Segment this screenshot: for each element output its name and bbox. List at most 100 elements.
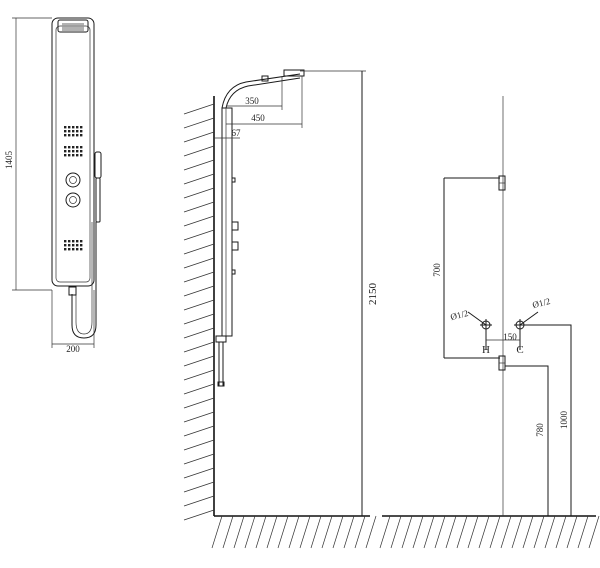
hatch-line bbox=[544, 515, 556, 549]
jet-hole bbox=[64, 244, 67, 247]
dim-reach-350-label: 350 bbox=[245, 96, 259, 106]
jet-hole bbox=[76, 130, 79, 133]
wall-hatching bbox=[183, 103, 215, 521]
jet-hole bbox=[64, 248, 67, 251]
hatch-line bbox=[555, 515, 567, 549]
jet-hole bbox=[76, 154, 79, 157]
hatch-line bbox=[183, 327, 215, 339]
jet-hole bbox=[64, 150, 67, 153]
side-view: 350 450 67 2150 bbox=[183, 69, 379, 549]
jet-hole bbox=[72, 134, 75, 137]
shower-arm bbox=[221, 73, 301, 109]
hot-supply-pipe bbox=[505, 365, 549, 516]
jet-hole bbox=[72, 146, 75, 149]
jet-hole bbox=[76, 150, 79, 153]
hatch-line bbox=[183, 243, 215, 255]
jet-hole bbox=[76, 126, 79, 129]
jet-hole bbox=[76, 244, 79, 247]
side-shower-head bbox=[283, 69, 305, 77]
hatch-line bbox=[255, 515, 267, 549]
hatch-line bbox=[266, 515, 278, 549]
hatch-line bbox=[183, 201, 215, 213]
jet-hole bbox=[80, 134, 83, 137]
hatch-line bbox=[183, 103, 215, 115]
jet-hole bbox=[68, 126, 71, 129]
cold-valve: Ø1/2 bbox=[514, 296, 551, 331]
control-knob-lower-inner bbox=[69, 196, 77, 204]
hatch-line bbox=[183, 173, 215, 185]
hatch-line bbox=[445, 515, 457, 549]
jet-hole bbox=[64, 146, 67, 149]
hatch-line bbox=[390, 515, 402, 549]
dim-reach-350: 350 bbox=[226, 76, 283, 110]
hatch-line bbox=[183, 187, 215, 199]
hand-shower-head bbox=[94, 151, 102, 179]
hatch-line bbox=[365, 515, 377, 549]
side-spout bbox=[215, 335, 227, 343]
hatch-line bbox=[183, 425, 215, 437]
control-knob-lower bbox=[65, 192, 81, 208]
body-jets-middle bbox=[64, 146, 83, 157]
hatch-line bbox=[183, 495, 215, 507]
dim-hot-780-label: 780 bbox=[535, 423, 545, 437]
hatch-line bbox=[467, 515, 479, 549]
jet-hole bbox=[68, 248, 71, 251]
hatch-line bbox=[183, 509, 215, 521]
jet-hole bbox=[80, 154, 83, 157]
pipe-size-cold: Ø1/2 bbox=[531, 296, 551, 310]
hatch-line bbox=[211, 515, 223, 549]
jet-hole bbox=[64, 130, 67, 133]
jet-hole bbox=[76, 134, 79, 137]
body-jets-lower bbox=[64, 240, 83, 251]
hatch-line bbox=[299, 515, 311, 549]
hatch-line bbox=[412, 515, 424, 549]
jet-hole bbox=[80, 126, 83, 129]
jet-hole bbox=[72, 244, 75, 247]
hatch-line bbox=[533, 515, 545, 549]
dim-offset-67-label: 67 bbox=[232, 128, 242, 138]
hatch-line bbox=[244, 515, 256, 549]
hatch-line bbox=[233, 515, 245, 549]
hatch-line bbox=[577, 515, 589, 549]
jet-hole bbox=[72, 126, 75, 129]
hot-valve: Ø1/2 bbox=[449, 308, 492, 331]
hatch-line bbox=[379, 515, 391, 549]
hatch-line bbox=[310, 515, 322, 549]
jet-hole bbox=[80, 146, 83, 149]
hatch-line bbox=[522, 515, 534, 549]
jet-hole bbox=[76, 248, 79, 251]
hatch-line bbox=[183, 355, 215, 367]
hatch-line bbox=[183, 215, 215, 227]
hatch-line bbox=[183, 145, 215, 157]
rain-head-top bbox=[57, 19, 89, 33]
dim-front-width-label: 200 bbox=[66, 344, 80, 354]
jet-hole bbox=[80, 130, 83, 133]
jet-hole bbox=[64, 240, 67, 243]
floor-hatching-left bbox=[211, 515, 377, 549]
control-knob-upper bbox=[65, 172, 81, 188]
jet-hole bbox=[68, 134, 71, 137]
floor-hatching-right bbox=[379, 515, 600, 549]
label-hot: H bbox=[482, 344, 490, 356]
jet-hole bbox=[64, 154, 67, 157]
dim-reach-450-label: 450 bbox=[251, 113, 265, 123]
hatch-line bbox=[456, 515, 468, 549]
jet-hole bbox=[68, 130, 71, 133]
jet-hole bbox=[72, 130, 75, 133]
hatch-line bbox=[183, 117, 215, 129]
hatch-line bbox=[183, 229, 215, 241]
jet-hole bbox=[80, 248, 83, 251]
hatch-line bbox=[332, 515, 344, 549]
body-jets-upper bbox=[64, 126, 83, 137]
hose-connector bbox=[68, 286, 77, 296]
jet-hole bbox=[76, 240, 79, 243]
hatch-line bbox=[183, 341, 215, 353]
dim-cold-1000-label: 1000 bbox=[559, 411, 569, 430]
jet-hole bbox=[68, 154, 71, 157]
jet-hole bbox=[76, 146, 79, 149]
hatch-line bbox=[183, 271, 215, 283]
plumbing-view: 700 Ø1/2 Ø1/2 150 H C 780 bbox=[379, 96, 600, 549]
hatch-line bbox=[222, 515, 234, 549]
control-knob-upper-inner bbox=[69, 176, 77, 184]
